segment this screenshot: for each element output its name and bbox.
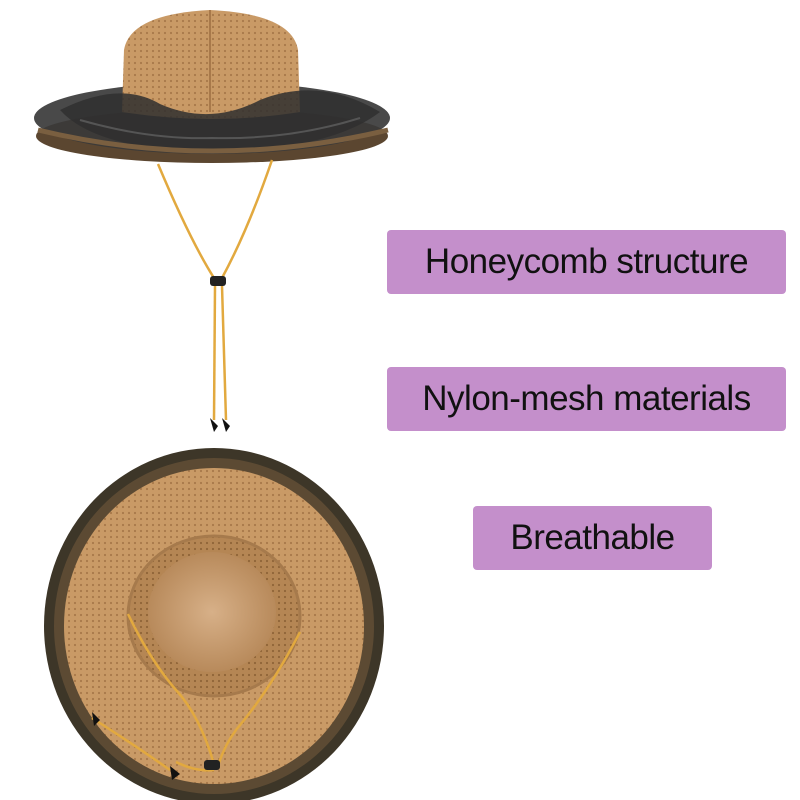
hat-product-illustration <box>34 10 390 800</box>
feature-label-nylon-mesh: Nylon-mesh materials <box>387 367 786 431</box>
hat-side-view <box>34 10 390 163</box>
hat-crown-opening <box>148 552 276 672</box>
cord-lock-icon <box>210 276 226 286</box>
feature-label-honeycomb: Honeycomb structure <box>387 230 786 294</box>
feature-label-breathable: Breathable <box>473 506 712 570</box>
chin-cord <box>156 159 274 432</box>
hat-underside-view <box>44 448 384 800</box>
